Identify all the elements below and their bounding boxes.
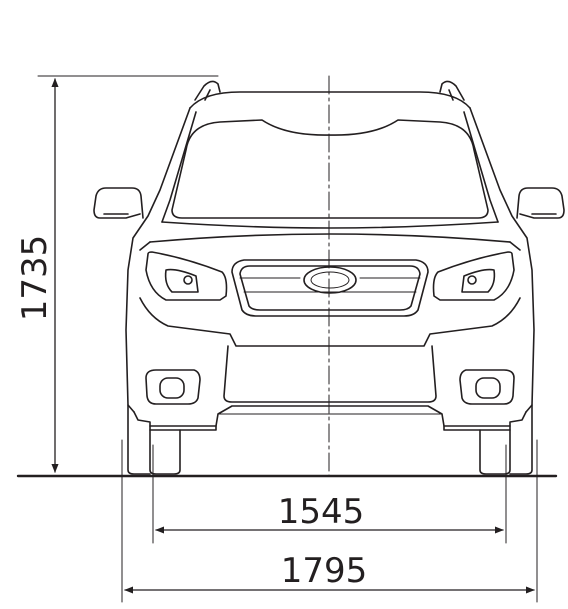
left-headlight — [145, 251, 228, 301]
track-dimension: 1545 — [152, 444, 507, 544]
body-right-side — [469, 107, 535, 413]
right-rear-tire-edge — [509, 404, 533, 475]
height-label: 1735 — [15, 235, 55, 322]
left-front-tire — [149, 429, 181, 475]
brand-emblem-inner — [310, 271, 350, 289]
left-fog-light — [159, 377, 185, 399]
left-roof-rail-inner — [204, 89, 211, 101]
left-headlight-lens — [164, 268, 199, 293]
right-side-mirror — [516, 187, 565, 219]
right-headlight-bulb — [467, 275, 477, 285]
lower-intake — [223, 345, 437, 403]
right-headlight — [432, 251, 515, 301]
right-roof-rail-inner — [448, 89, 454, 101]
roof — [189, 91, 471, 109]
height-dimension: 1735 — [15, 75, 219, 473]
right-bumper-corner — [443, 425, 511, 431]
right-a-pillar — [463, 111, 499, 223]
hood-front-edge — [149, 233, 511, 243]
cowl-line — [161, 221, 499, 229]
right-fog-light — [475, 377, 501, 399]
lower-bumper — [133, 405, 527, 427]
vehicle-front-view — [93, 80, 565, 475]
track-label: 1545 — [278, 492, 365, 532]
right-roof-rail — [439, 80, 465, 101]
windshield — [171, 119, 489, 219]
left-headlight-bulb — [183, 275, 193, 285]
right-front-tire — [479, 429, 511, 475]
grille-inner — [239, 265, 421, 311]
right-fog-light-housing — [459, 369, 515, 405]
left-a-pillar — [161, 111, 197, 223]
brand-emblem — [303, 266, 357, 294]
left-rear-tire-edge — [127, 404, 151, 475]
bumper-upper-line — [139, 297, 521, 347]
width-label: 1795 — [281, 551, 368, 591]
hood-right-corner — [509, 241, 521, 251]
width-dimension: 1795 — [121, 439, 538, 603]
body-left-side — [125, 107, 191, 413]
grille-outer — [231, 259, 429, 317]
left-bumper-corner — [149, 425, 217, 431]
right-headlight-lens — [461, 268, 496, 293]
left-fog-light-housing — [145, 369, 201, 405]
left-roof-rail — [194, 80, 221, 101]
hood-left-corner — [139, 241, 151, 251]
left-side-mirror — [93, 187, 144, 219]
